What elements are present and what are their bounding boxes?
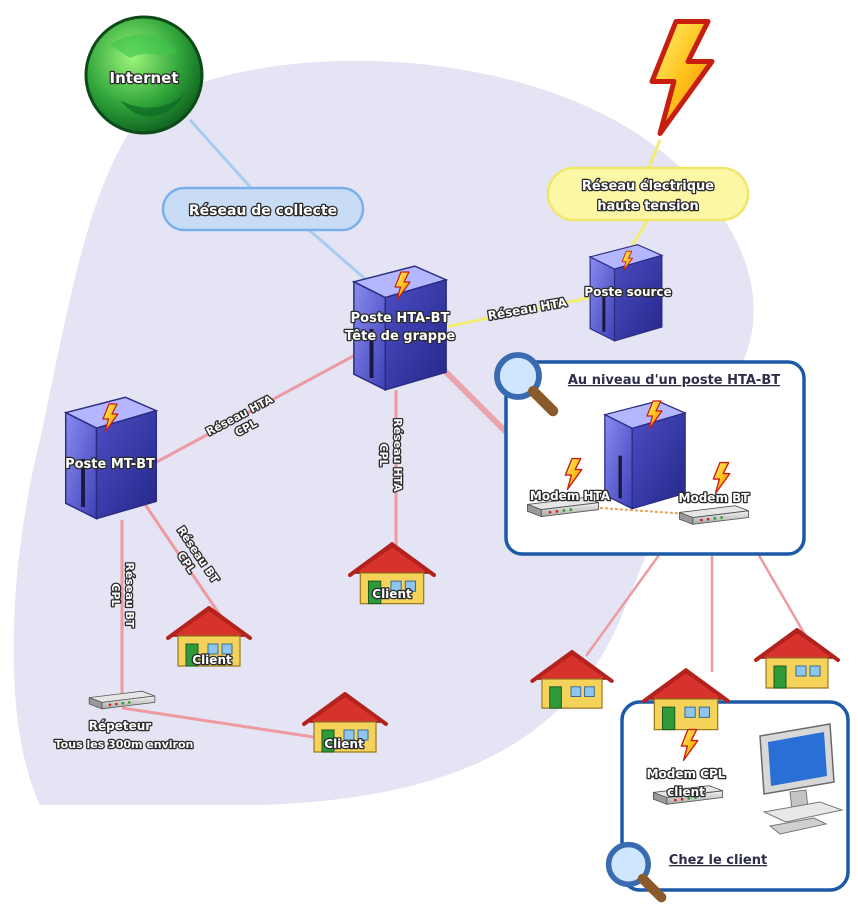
zoom-hta-bt-title: Au niveau d'un poste HTA-BT <box>568 373 780 388</box>
zoom-client-panel: Modem CPL client Chez le client <box>609 670 850 897</box>
hv-network-label-line1: Réseau électrique <box>582 179 714 194</box>
collect-network-pill <box>161 186 365 232</box>
link-mt-bt-client <box>140 499 224 619</box>
repeater-node: Répeteur Tous les 300m environ <box>53 690 195 752</box>
server-icon <box>602 399 688 511</box>
computer-icon <box>759 723 844 835</box>
repeater-label-line2: Tous les 300m environ <box>55 738 194 751</box>
bt-cpl-vertical-label-line1: Réseau BT <box>123 563 136 628</box>
modem-cpl-label-line1: Modem CPL <box>647 767 726 781</box>
mt-bt-node: Poste MT-BT <box>63 395 159 521</box>
internet-node: Internet <box>84 15 204 135</box>
hv-network-label-line2: haute tension <box>597 199 699 214</box>
hta-bt-label-line2: Tête de grappe <box>345 329 456 344</box>
internet-label: Internet <box>109 69 178 87</box>
zoom-client-title: Chez le client <box>669 853 767 868</box>
collect-network-node: Réseau de collecte <box>161 186 365 232</box>
bt-cpl-vertical-label-line2: CPL <box>109 583 122 606</box>
link-hta <box>439 294 599 330</box>
modem-cpl-label-line2: client <box>667 785 705 799</box>
lightning-bolt-icon <box>652 22 712 134</box>
modem-bt-label: Modem BT <box>679 491 751 505</box>
link-hta-bt-mt-bt <box>137 344 373 474</box>
link-repeater-client <box>121 706 321 740</box>
link-internet-collect <box>188 118 264 202</box>
client-label: Client <box>324 737 364 751</box>
hta-bt-node: Poste HTA-BT Tête de grappe <box>343 266 457 390</box>
hv-network-pill <box>546 166 750 222</box>
house-icon <box>754 628 840 690</box>
source-station-label: Poste source <box>584 285 671 299</box>
hta-cpl-vertical-label-line2: CPL <box>377 443 390 466</box>
mt-bt-label: Poste MT-BT <box>65 457 155 472</box>
hv-network-node: Réseau électrique haute tension <box>546 166 750 222</box>
client-label: Client <box>192 653 232 667</box>
modem-hta-label: Modem HTA <box>530 489 611 503</box>
client-house-mt-bt: Client <box>166 606 252 668</box>
zoom-hta-bt-panel: Au niveau d'un poste HTA-BT Modem HTA Mo… <box>497 355 806 556</box>
client-house-right <box>754 628 840 690</box>
house-icon <box>644 670 728 729</box>
collect-network-label: Réseau de collecte <box>189 203 337 219</box>
client-label: Client <box>372 587 412 601</box>
repeater-label-line1: Répeteur <box>89 719 152 733</box>
hta-cpl-vertical-label-line1: Réseau HTA <box>391 418 404 492</box>
client-house-hta: Client <box>350 544 434 603</box>
hta-bt-label-line1: Poste HTA-BT <box>351 311 450 326</box>
client-house-repeater: Client <box>302 692 388 754</box>
link-bolt-hv <box>646 139 662 171</box>
source-station-node: Poste source <box>583 243 673 343</box>
